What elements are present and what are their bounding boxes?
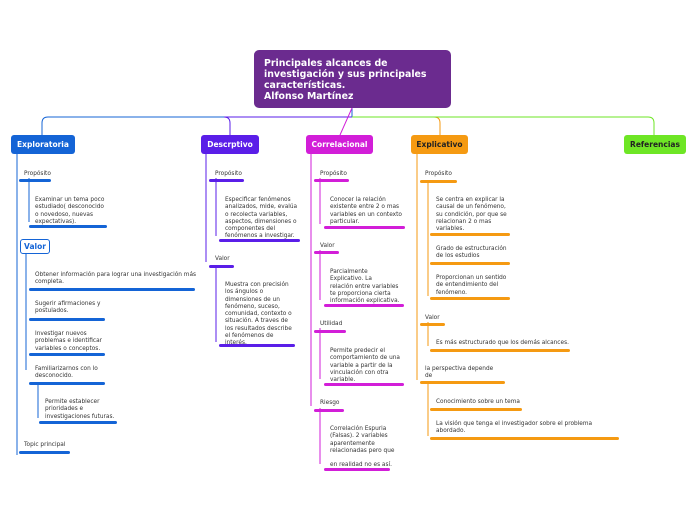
des-proposito-text-underline [219, 239, 300, 242]
exp-valor-item-2-underline [29, 318, 105, 321]
cor-valor-label[interactable]: Valor [320, 243, 335, 249]
branch-referencias[interactable]: Referencias [624, 135, 686, 154]
cor-valor-text[interactable]: Parcialmente Explicativo. La relación en… [330, 269, 400, 305]
branch-correlacional[interactable]: Correlacional [306, 135, 373, 154]
exp-valor-item-5[interactable]: Permite establecer prioridades e investi… [45, 399, 115, 420]
expl-proposito-item-3[interactable]: Proporcionan un sentido de entendimiento… [436, 275, 507, 296]
expl-proposito-item-2-underline [430, 262, 510, 265]
expl-valor-underline [420, 323, 445, 326]
expl-perspectiva-item-2[interactable]: La visión que tenga el investigador sobr… [436, 421, 593, 435]
expl-proposito-underline [420, 180, 457, 183]
des-valor-label[interactable]: Valor [215, 256, 230, 262]
expl-valor-text-underline [430, 349, 570, 352]
cor-valor-underline [314, 251, 339, 254]
exp-proposito-text-underline [29, 225, 107, 228]
root-title-line-1: Principales alcances de [264, 58, 388, 69]
branch-exploratoria[interactable]: Exploratoria [11, 135, 75, 154]
exp-proposito-underline [19, 179, 51, 182]
expl-valor-text[interactable]: Es más estructurado que los demás alcanc… [436, 340, 569, 346]
expl-proposito-label[interactable]: Propósito [425, 171, 452, 177]
branch-descriptivo[interactable]: Descrptivo [201, 135, 259, 154]
cor-utilidad-text-underline [324, 383, 404, 386]
root-title-line-2: investigación y sus principales [264, 69, 427, 80]
expl-proposito-item-1-underline [430, 233, 510, 236]
expl-perspectiva-item-1-underline [430, 408, 522, 411]
cor-valor-text-underline [324, 304, 404, 307]
exp-valor-item-1[interactable]: Obtener información para lograr una inve… [35, 272, 197, 286]
exp-valor-item-1-underline [29, 288, 195, 291]
exp-valor-item-5-underline [39, 421, 117, 424]
expl-valor-label[interactable]: Valor [425, 315, 440, 321]
cor-riesgo-text-underline [324, 468, 390, 471]
root-title-line-3: características. [264, 80, 346, 91]
des-valor-text-underline [219, 344, 295, 347]
exp-valor-item-2[interactable]: Sugerir afirmaciones y postulados. [35, 301, 101, 315]
exp-valor-item-4-underline [29, 382, 105, 385]
exp-topic-underline [19, 451, 70, 454]
expl-perspectiva-label[interactable]: la perspectiva depende de [425, 366, 494, 380]
des-valor-underline [209, 265, 234, 268]
des-proposito-label[interactable]: Propósito [215, 171, 242, 177]
exp-valor-item-3-underline [29, 353, 105, 356]
cor-utilidad-text[interactable]: Permite predecir el comportamiento de un… [330, 348, 400, 384]
branch-explicativo[interactable]: Explicativo [411, 135, 468, 154]
expl-perspectiva-underline [420, 381, 505, 384]
cor-riesgo-label[interactable]: Riesgo [320, 400, 340, 406]
cor-riesgo-underline [314, 409, 344, 412]
expl-proposito-item-1[interactable]: Se centra en explicar la causal de un fe… [436, 197, 507, 233]
root-topic[interactable]: Principales alcances de investigación y … [254, 50, 451, 108]
cor-riesgo-text[interactable]: Correlación Espuria (Falsas). 2 variable… [330, 426, 395, 469]
exp-valor-node[interactable]: Valor [20, 239, 50, 254]
exp-valor-item-3[interactable]: Investigar nuevos problemas e identifica… [35, 331, 102, 352]
exp-valor-item-4[interactable]: Familiarizarnos con lo desconocido. [35, 366, 98, 380]
des-valor-text[interactable]: Muestra con precisión los ángulos o dime… [225, 282, 292, 346]
expl-perspectiva-item-2-underline [430, 437, 619, 440]
exp-proposito-text[interactable]: Examinar un tema poco estudiado( descono… [35, 197, 105, 225]
cor-utilidad-underline [314, 330, 346, 333]
exp-proposito-label[interactable]: Propósito [24, 171, 51, 177]
des-proposito-underline [209, 179, 244, 182]
cor-proposito-text[interactable]: Conocer la relación existente entre 2 o … [330, 197, 402, 225]
expl-proposito-item-3-underline [430, 297, 510, 300]
cor-proposito-text-underline [324, 226, 405, 229]
cor-utilidad-label[interactable]: Utilidad [320, 321, 343, 327]
expl-proposito-item-2[interactable]: Grado de estructuración de los estudios [436, 246, 507, 260]
cor-proposito-underline [314, 179, 349, 182]
root-title-line-4: Alfonso Martínez [264, 91, 354, 102]
expl-perspectiva-item-1[interactable]: Conocimiento sobre un tema [436, 399, 520, 405]
des-proposito-text[interactable]: Especificar fenómenos analizados, mide, … [225, 197, 298, 240]
cor-proposito-label[interactable]: Propósito [320, 171, 347, 177]
exp-topic-principal[interactable]: Topic principal [24, 442, 66, 448]
